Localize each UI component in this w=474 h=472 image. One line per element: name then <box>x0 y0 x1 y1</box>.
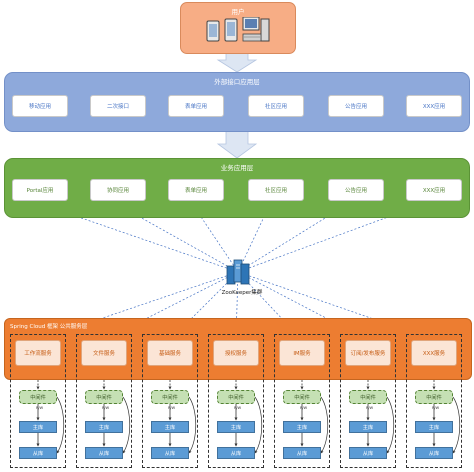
business-app-community: 社区应用 <box>248 179 304 201</box>
service-group <box>274 334 330 468</box>
external-interface-layer: 外部接口应用层 移动应用 二次接口 表单应用 社区应用 公告应用 XXX应用 <box>4 72 470 132</box>
external-layer-title: 外部接口应用层 <box>214 78 260 86</box>
business-layer-title: 业务应用层 <box>220 164 254 172</box>
read-write-label: R/W <box>102 406 110 410</box>
service-box: 基础服务 <box>147 340 193 366</box>
arrow-external-to-business <box>216 129 258 159</box>
slave-db: 从库 <box>85 447 123 459</box>
external-app-mobile: 移动应用 <box>12 95 68 117</box>
external-app-xxx: XXX应用 <box>406 95 462 117</box>
external-app-form: 表单应用 <box>168 95 224 117</box>
server-cluster-icon <box>226 259 250 285</box>
master-db: 主库 <box>151 421 189 433</box>
business-app-xxx: XXX应用 <box>406 179 462 201</box>
arrow-user-to-external <box>216 51 258 73</box>
external-app-community: 社区应用 <box>248 95 304 117</box>
user-title: 用户 <box>231 8 245 16</box>
master-db: 主库 <box>217 421 255 433</box>
service-group <box>208 334 264 468</box>
desktop-computer-icon <box>242 17 270 42</box>
service-group <box>10 334 66 468</box>
middleware-box: 中间件 <box>349 390 387 404</box>
middleware-box: 中间件 <box>217 390 255 404</box>
external-app-secondary-interface: 二次接口 <box>90 95 146 117</box>
read-write-label: R/W <box>432 406 440 410</box>
external-app-notice: 公告应用 <box>328 95 384 117</box>
service-group <box>406 334 462 468</box>
master-db: 主库 <box>415 421 453 433</box>
service-group <box>76 334 132 468</box>
service-box: IM服务 <box>279 340 325 366</box>
middleware-box: 中间件 <box>151 390 189 404</box>
service-box: 授权服务 <box>213 340 259 366</box>
user-devices <box>206 17 270 42</box>
read-write-label: R/W <box>300 406 308 410</box>
middleware-box: 中间件 <box>283 390 321 404</box>
business-app-form: 表单应用 <box>168 179 224 201</box>
service-group <box>142 334 198 468</box>
tablet-icon <box>206 20 220 42</box>
service-box: 文件服务 <box>81 340 127 366</box>
read-write-label: R/W <box>168 406 176 410</box>
middleware-box: 中间件 <box>19 390 57 404</box>
middleware-box: 中间件 <box>415 390 453 404</box>
service-box: 工作流服务 <box>15 340 61 366</box>
service-box: XXX服务 <box>411 340 457 366</box>
read-write-label: R/W <box>36 406 44 410</box>
service-box: 订阅/发布服务 <box>345 340 391 366</box>
zookeeper-label: ZooKeeper集群 <box>221 290 263 296</box>
slave-db: 从库 <box>349 447 387 459</box>
slave-db: 从库 <box>415 447 453 459</box>
user-box: 用户 <box>180 2 296 54</box>
read-write-label: R/W <box>366 406 374 410</box>
public-services-title: Spring Cloud 框架 公共服务层 <box>10 324 88 330</box>
business-app-collab: 协同应用 <box>90 179 146 201</box>
master-db: 主库 <box>19 421 57 433</box>
phone-icon <box>224 18 238 42</box>
slave-db: 从库 <box>151 447 189 459</box>
service-group <box>340 334 396 468</box>
master-db: 主库 <box>349 421 387 433</box>
master-db: 主库 <box>85 421 123 433</box>
slave-db: 从库 <box>283 447 321 459</box>
business-app-portal: Portal应用 <box>12 179 68 201</box>
master-db: 主库 <box>283 421 321 433</box>
business-application-layer: 业务应用层 Portal应用 协同应用 表单应用 社区应用 公告应用 XXX应用 <box>4 158 470 218</box>
slave-db: 从库 <box>19 447 57 459</box>
read-write-label: R/W <box>234 406 242 410</box>
business-app-notice: 公告应用 <box>328 179 384 201</box>
middleware-box: 中间件 <box>85 390 123 404</box>
slave-db: 从库 <box>217 447 255 459</box>
